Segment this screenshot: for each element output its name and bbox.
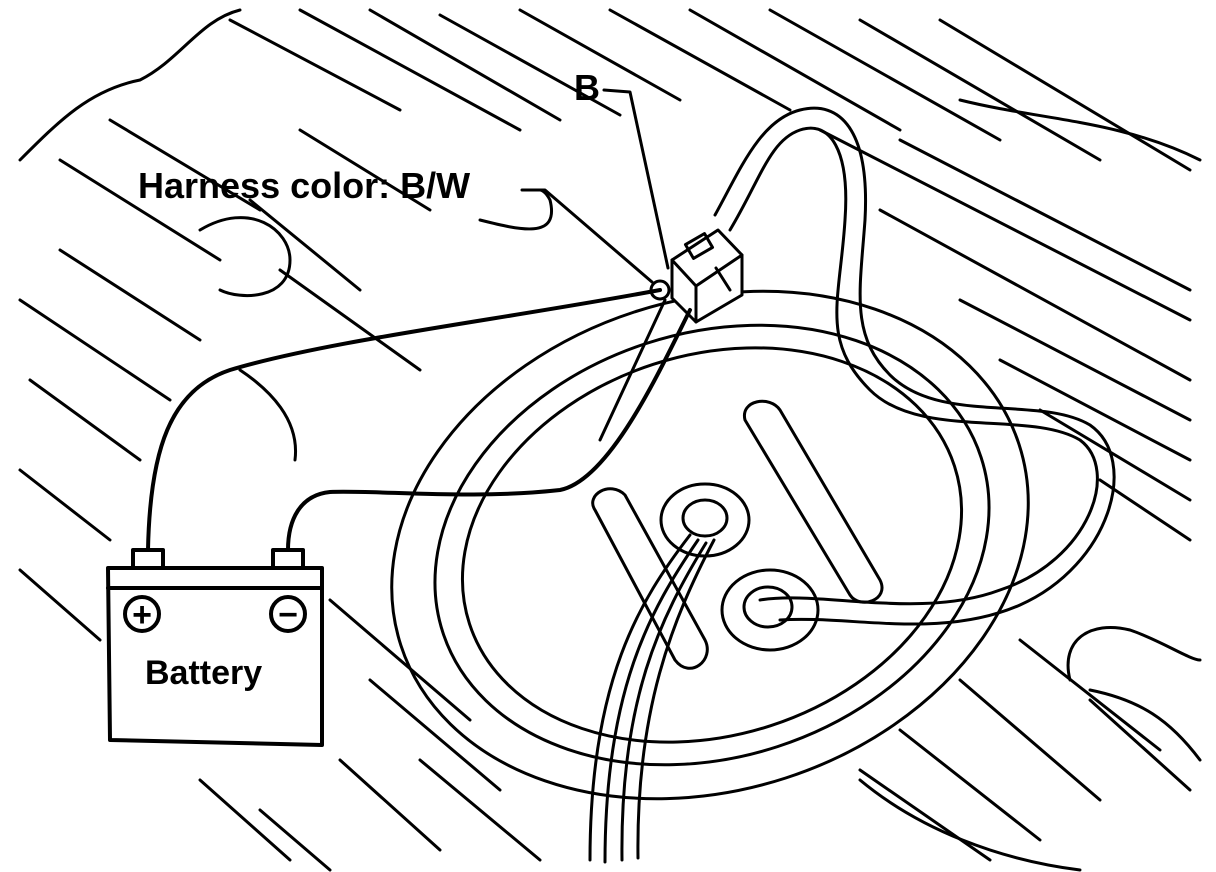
battery-positive-icon: + xyxy=(132,596,152,634)
battery-label: Battery xyxy=(145,654,262,692)
fuel-hose xyxy=(713,106,1116,626)
pump-wire-bundle xyxy=(588,533,716,864)
battery-negative-icon: − xyxy=(278,596,298,634)
hose-grommet xyxy=(720,568,820,652)
battery-leads xyxy=(146,288,692,552)
connector-b-label: B xyxy=(574,67,600,108)
battery xyxy=(106,548,324,747)
floor-hatching xyxy=(18,8,1192,872)
connector-b-leader xyxy=(602,88,670,270)
plate-slots xyxy=(591,399,884,670)
harness-color-leader xyxy=(520,188,654,284)
connector-b xyxy=(649,228,744,324)
harness-color-label: Harness color: B/W xyxy=(138,165,470,206)
